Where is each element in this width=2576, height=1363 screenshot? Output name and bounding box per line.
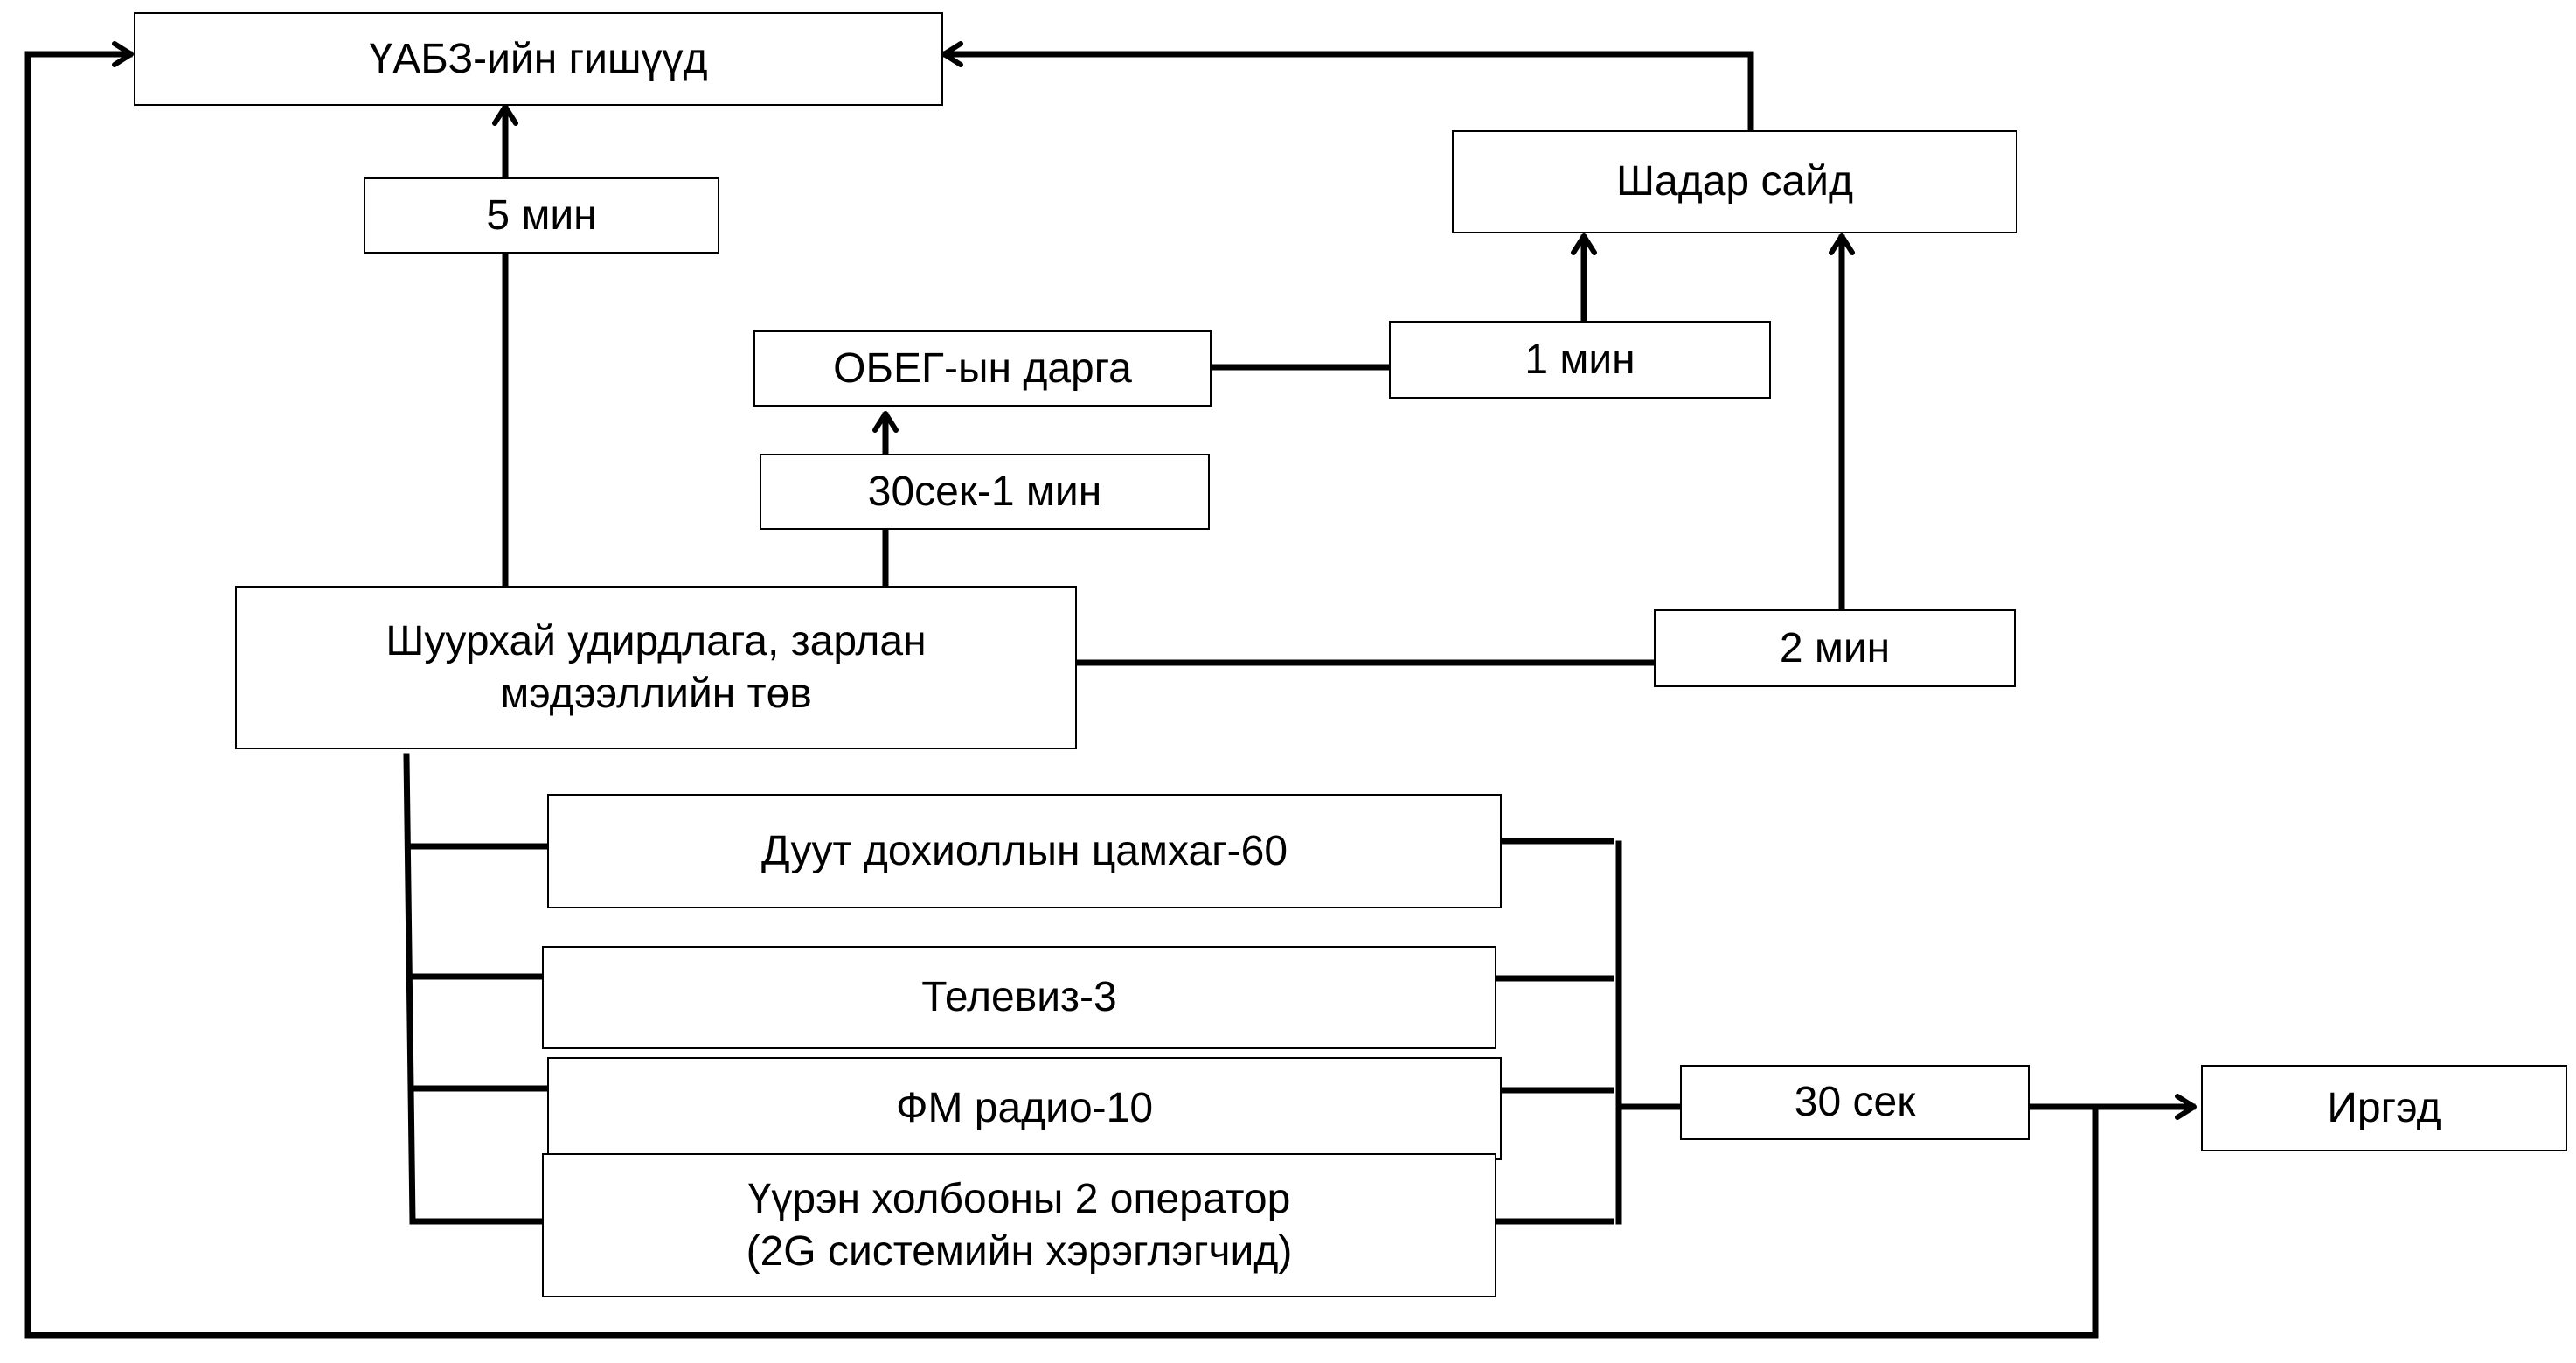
time-obeg: 30сек-1 мин bbox=[760, 454, 1210, 530]
node-center-line1: Шуурхай удирдлага, зарлан bbox=[385, 617, 927, 664]
time-members-label: 5 мин bbox=[486, 191, 597, 239]
node-siren: Дуут дохиоллын цамхаг-60 bbox=[547, 794, 1502, 908]
time-citizens-label: 30 сек bbox=[1794, 1079, 1916, 1125]
time-members: 5 мин bbox=[364, 177, 719, 254]
node-center: Шуурхай удирдлага, зарлан мэдээллийн төв bbox=[235, 586, 1077, 749]
node-siren-label: Дуут дохиоллын цамхаг-60 bbox=[760, 827, 1288, 874]
arrow-neighbor-to-members bbox=[941, 41, 1754, 134]
time-citizens: 30 сек bbox=[1680, 1065, 2030, 1140]
node-fm-label: ФМ радио-10 bbox=[895, 1085, 1154, 1131]
time-neighbor-from-center-label: 2 мин bbox=[1779, 624, 1891, 671]
node-center-line2: мэдээллийн төв bbox=[500, 670, 812, 717]
node-obeg-head: ОБЕГ-ын дарга bbox=[753, 330, 1212, 407]
node-neighbor-minister-label: Шадар сайд bbox=[1616, 158, 1853, 205]
node-obeg-head-label: ОБЕГ-ын дарга bbox=[833, 344, 1132, 392]
node-citizens: Иргэд bbox=[2201, 1065, 2567, 1151]
time-neighbor-from-obeg: 1 мин bbox=[1389, 321, 1771, 399]
node-tv: Телевиз-3 bbox=[542, 946, 1496, 1049]
node-mobile-operators: Үүрэн холбооны 2 оператор (2G системийн … bbox=[542, 1153, 1496, 1297]
node-neighbor-minister: Шадар сайд bbox=[1452, 130, 2017, 233]
node-mobile-line2: (2G системийн хэрэглэгчид) bbox=[746, 1227, 1293, 1275]
time-neighbor-from-center: 2 мин bbox=[1654, 609, 2016, 687]
node-members: ҮАБЗ-ийн гишүүд bbox=[134, 12, 943, 106]
node-tv-label: Телевиз-3 bbox=[921, 974, 1117, 1020]
time-neighbor-from-obeg-label: 1 мин bbox=[1524, 336, 1635, 383]
node-mobile-line1: Үүрэн холбооны 2 оператор bbox=[747, 1175, 1291, 1222]
node-fm: ФМ радио-10 bbox=[547, 1057, 1502, 1160]
node-citizens-label: Иргэд bbox=[2327, 1084, 2441, 1131]
channel-bus-left bbox=[403, 753, 416, 1225]
arrow-loop-to-members bbox=[24, 41, 2099, 1339]
time-obeg-label: 30сек-1 мин bbox=[867, 468, 1102, 515]
node-members-label: ҮАБЗ-ийн гишүүд bbox=[369, 35, 708, 82]
